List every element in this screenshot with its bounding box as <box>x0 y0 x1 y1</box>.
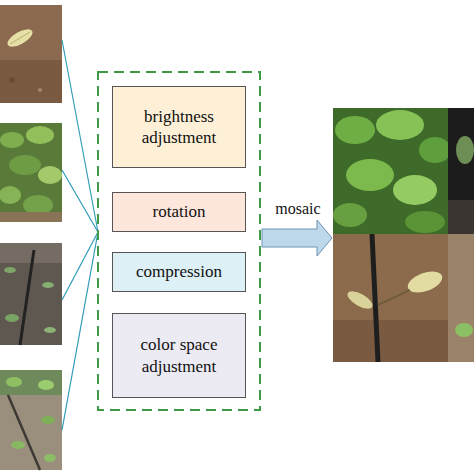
field-photo <box>0 370 62 470</box>
box-label: rotation <box>153 201 206 222</box>
box-label: compression <box>136 261 222 282</box>
field-photo <box>0 123 62 222</box>
process-box: color space adjustment <box>112 313 246 398</box>
dashed-group <box>98 72 260 410</box>
box-label: color space adjustment <box>119 334 239 377</box>
field-photo <box>0 243 62 345</box>
process-box: rotation <box>112 192 246 232</box>
arrow-label: mosaic <box>262 200 334 218</box>
block-arrow <box>262 220 332 256</box>
mosaic-image <box>333 108 474 362</box>
process-box: compression <box>112 252 246 292</box>
fan-in-lines <box>62 40 98 430</box>
process-box: brightness adjustment <box>112 86 246 168</box>
field-photo <box>0 5 62 103</box>
box-label: brightness adjustment <box>119 106 239 149</box>
